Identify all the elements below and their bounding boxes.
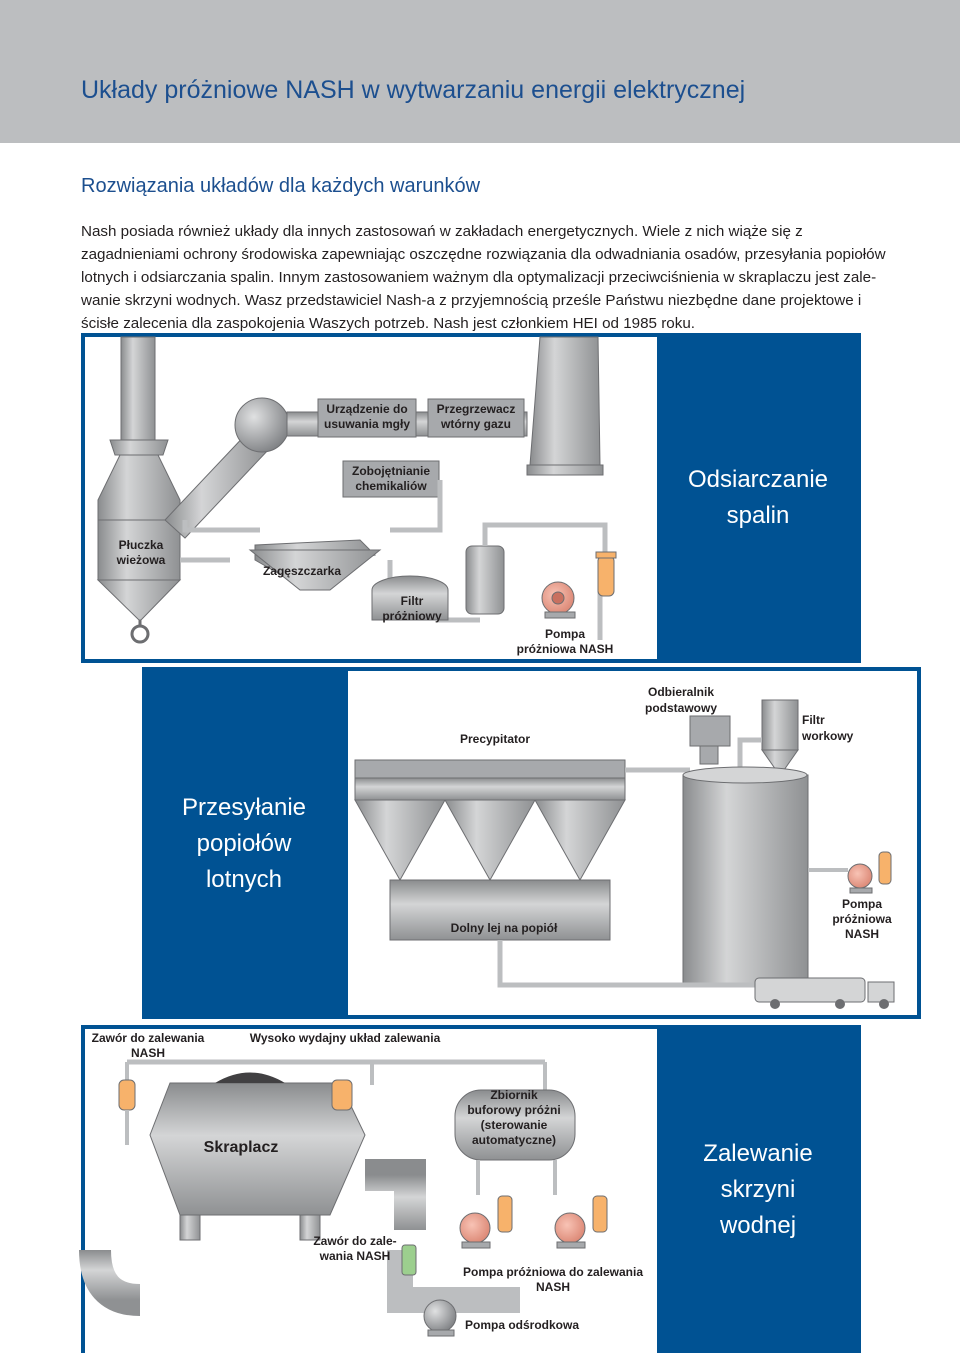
- label-vacuum-filter: próżniowy: [382, 609, 442, 623]
- valve-icon: [595, 551, 617, 597]
- label-bag-filter: workowy: [801, 729, 854, 743]
- panel-fly-ash: Odbieralnik podstawowy Filtr workowy Pre…: [142, 667, 921, 1019]
- label-ash-hopper: Dolny lej na popiół: [451, 921, 558, 935]
- label-buffer-tank: automatyczne): [472, 1133, 556, 1147]
- label-primary-collector: Odbieralnik: [648, 685, 714, 699]
- bag-filter: [761, 699, 799, 751]
- label-reheater: wtórny gazu: [440, 417, 511, 431]
- panel-desulfurization: Urządzenie do usuwania mgły Przegrzewacz…: [81, 333, 861, 663]
- label-buffer-tank: (sterowanie: [481, 1118, 548, 1132]
- panel-title: skrzyni: [721, 1176, 796, 1203]
- label-vacuum-filter: Filtr: [401, 594, 424, 608]
- intro-line: ścisłe zalecenia dla zaspokojenia Waszyc…: [81, 315, 695, 333]
- hopper-cone: [354, 799, 446, 882]
- precipitator-top: [354, 759, 626, 779]
- panel-waterbox-priming: Zawór do zalewania NASH Wysoko wydajny u…: [79, 1025, 861, 1353]
- label-nash-pump: próżniowa NASH: [517, 642, 614, 656]
- label-priming-valve: wania NASH: [319, 1249, 391, 1263]
- label-priming-valve: NASH: [131, 1046, 165, 1060]
- panel-title: spalin: [727, 502, 790, 529]
- label-nash-pump: NASH: [845, 927, 879, 941]
- label-priming-valve: Zawór do zalewania: [92, 1031, 205, 1045]
- intro-paragraph: Nash posiada również układy dla innych z…: [81, 220, 911, 335]
- truck-icon: [754, 977, 895, 1009]
- scrubber-cap: [109, 439, 169, 456]
- label-bag-filter: Filtr: [802, 713, 825, 727]
- header-band: [0, 0, 960, 143]
- label-condenser: Skraplacz: [204, 1139, 279, 1156]
- ash-silo: [682, 774, 809, 986]
- chimney: [529, 336, 601, 466]
- pump-icon: [847, 851, 892, 894]
- label-nash-pump: Pompa: [842, 897, 882, 911]
- collector: [689, 715, 731, 747]
- ash-hopper: [389, 879, 611, 941]
- pump-icon: [423, 1299, 457, 1337]
- label-priming-system: Wysoko wydajny układ zalewania: [250, 1031, 441, 1045]
- intro-line: wanie skrzyni wodnych. Wasz przedstawici…: [81, 292, 862, 310]
- label-mist-eliminator: Urządzenie do: [326, 402, 407, 416]
- page-title: Układy próżniowe NASH w wytwarzaniu ener…: [81, 76, 746, 104]
- panel-title: lotnych: [206, 866, 282, 893]
- panel-title: Odsiarczanie: [688, 466, 828, 493]
- label-thickener: Zagęszczarka: [263, 564, 341, 578]
- intro-line: Nash posiada również układy dla innych z…: [81, 223, 803, 240]
- thickener-cone: [248, 549, 382, 591]
- mist-separator-sphere: [234, 397, 290, 453]
- condenser: [149, 1072, 366, 1241]
- drain-valve-icon: [130, 624, 150, 644]
- label-priming-pump: Pompa próżniowa do zalewania: [463, 1265, 643, 1279]
- label-reheater: Przegrzewacz: [437, 402, 516, 416]
- intro-line: lotnych i odsiarczania spalin. Innym zas…: [81, 269, 877, 287]
- vacuum-filter: [371, 575, 449, 621]
- label-scrubber: Płuczka: [119, 538, 164, 552]
- label-nash-pump: próżniowa: [832, 912, 892, 926]
- panel-title: wodnej: [719, 1212, 796, 1239]
- vent-stack: [120, 336, 156, 446]
- valve-icon: [401, 1244, 417, 1276]
- label-scrubber: wieżowa: [116, 553, 166, 567]
- label-buffer-tank: Zbiornik: [490, 1088, 538, 1102]
- panel-title: Przesyłanie: [182, 794, 306, 821]
- label-centrifugal-pump: Pompa odśrodkowa: [465, 1318, 579, 1332]
- panel-white-area: [348, 671, 917, 1015]
- label-chemical-neutralization: chemikaliów: [355, 479, 427, 493]
- tank-icon: [465, 545, 505, 615]
- hopper-cone: [444, 799, 536, 882]
- label-buffer-tank: buforowy próżni: [467, 1103, 560, 1117]
- valve-icon: [118, 1079, 136, 1145]
- panel-title: popiołów: [197, 830, 292, 857]
- pump-icon: [459, 1195, 513, 1249]
- intro-line: zagadnieniami ochrony środowiska zapewni…: [81, 246, 886, 264]
- label-priming-pump: NASH: [536, 1280, 570, 1294]
- chemical-box: [342, 460, 440, 498]
- label-nash-pump: Pompa: [545, 627, 585, 641]
- section-title: Rozwiązania układów dla każdych warunków: [81, 175, 481, 197]
- pump-icon: [554, 1195, 608, 1249]
- label-primary-collector: podstawowy: [645, 701, 717, 715]
- label-priming-valve: Zawór do zale-: [313, 1234, 396, 1248]
- valve-icon: [331, 1079, 353, 1111]
- panel-title: Zalewanie: [703, 1140, 812, 1167]
- label-precipitator: Precypitator: [460, 732, 530, 746]
- tank-icon: [454, 1089, 576, 1195]
- hopper-cone: [534, 799, 626, 882]
- label-chemical-neutralization: Zobojętnianie: [352, 464, 430, 478]
- label-mist-eliminator: usuwania mgły: [324, 417, 410, 431]
- pump-icon: [541, 581, 576, 619]
